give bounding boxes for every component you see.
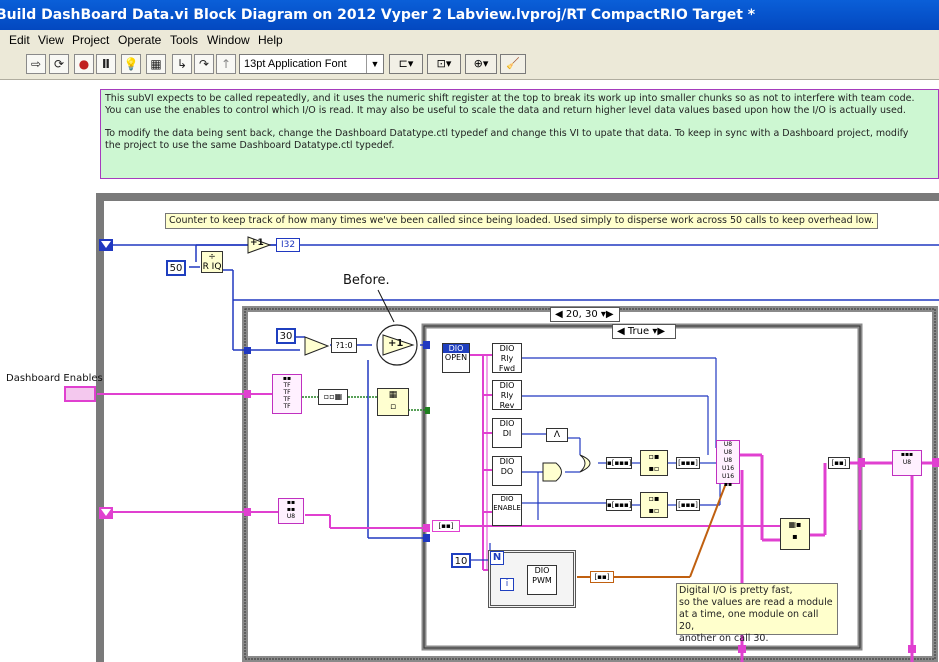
reorder-dropdown[interactable]: ⊕▾ — [465, 54, 497, 74]
index-array-node[interactable]: ▦▫ — [377, 388, 409, 416]
increment-label: +1 — [250, 238, 264, 248]
distribute-objects-dropdown[interactable]: ⊡▾ — [427, 54, 461, 74]
menu-tools[interactable]: Tools — [170, 33, 199, 47]
before-label: Before. — [343, 273, 390, 288]
dio-enable-title: DIO — [500, 495, 514, 503]
digital-note-line-1: Digital I/O is pretty fast, — [679, 585, 793, 596]
and-array-node[interactable]: Λ — [546, 428, 568, 442]
outer-case-selector[interactable]: ◀ 20, 30 ▾▶ — [550, 307, 620, 322]
comment-line-1: This subVI expects to be called repeated… — [105, 93, 915, 104]
array-to-number-node-2[interactable]: ▫▪▪▫ — [640, 492, 668, 518]
pause-icon[interactable]: Ⅱ — [96, 54, 116, 74]
chevron-down-icon: ▾▶ — [652, 326, 666, 337]
dio-di-node[interactable]: DIO DI — [492, 418, 522, 448]
abort-icon[interactable]: ● — [74, 54, 94, 74]
dashboard-enables-label: Dashboard Enables — [6, 373, 103, 384]
outer-case-left-arrow[interactable]: ◀ — [555, 309, 563, 320]
digital-note-line-2: so the values are read a module — [679, 597, 833, 608]
dio-enable-sub: ENABLE — [493, 504, 521, 512]
array-to-number-node[interactable]: ▫▪▪▫ — [640, 450, 668, 476]
diagram-comment: This subVI expects to be called repeated… — [100, 89, 939, 179]
digital-io-note: Digital I/O is pretty fast, so the value… — [676, 583, 838, 644]
dio-enable-node[interactable]: DIO ENABLE — [492, 494, 522, 526]
number-array-node-2[interactable]: [▪▪▪] — [676, 499, 700, 511]
run-continuously-icon[interactable]: ⟳ — [49, 54, 69, 74]
run-arrow-icon[interactable]: ⇨ — [26, 54, 46, 74]
highlight-execution-icon[interactable]: 💡 — [121, 54, 141, 74]
constant-30[interactable]: 30 — [276, 328, 296, 344]
menu-edit[interactable]: Edit — [9, 33, 30, 47]
menu-help[interactable]: Help — [258, 33, 283, 47]
comment-line-4: the project to use the same Dashboard Da… — [105, 140, 395, 151]
menu-bar: Edit View Project Operate Tools Window H… — [0, 30, 939, 51]
menu-project[interactable]: Project — [72, 33, 110, 47]
while-loop-frame — [96, 193, 939, 662]
constant-50[interactable]: 50 — [166, 260, 186, 276]
number-array-node[interactable]: [▪▪▪] — [676, 457, 700, 469]
chevron-down-icon: ▼ — [366, 55, 383, 73]
step-out-icon[interactable]: ↑ — [216, 54, 236, 74]
inner-case-selector[interactable]: ◀ True ▾▶ — [612, 324, 676, 339]
retain-wire-values-icon[interactable]: ▦ — [146, 54, 166, 74]
font-dropdown[interactable]: 13pt Application Font ▼ — [239, 54, 384, 74]
dio-pwm-title: DIO — [534, 566, 550, 575]
comment-line-3: To modify the data being sent back, chan… — [105, 128, 909, 139]
loop-iteration-terminal: i — [500, 578, 514, 591]
align-objects-dropdown[interactable]: ⊏▾ — [389, 54, 423, 74]
bool-array-node[interactable]: ▪[▪▪▪] — [606, 457, 632, 469]
toolbar: ⇨ ⟳ ● Ⅱ 💡 ▦ ↳ ↷ ↑ 13pt Application Font … — [0, 51, 939, 80]
dio-pwm-sub: PWM — [532, 576, 552, 585]
quotient-remainder-node[interactable]: ÷R IQ — [201, 251, 223, 273]
compound-increment-label: +1 — [388, 338, 404, 349]
loop-count-terminal: N — [490, 551, 504, 565]
menu-operate[interactable]: Operate — [118, 33, 162, 47]
constant-10[interactable]: 10 — [451, 553, 471, 568]
dio-open-sub: OPEN — [444, 353, 468, 362]
inner-case-left-arrow[interactable]: ◀ — [617, 326, 625, 337]
menu-window[interactable]: Window — [207, 33, 250, 47]
window-title-bar: Build DashBoard Data.vi Block Diagram on… — [0, 0, 939, 30]
counter-note: Counter to keep track of how many times … — [165, 213, 878, 229]
chevron-down-icon: ▾▶ — [600, 309, 614, 320]
step-over-icon[interactable]: ↷ — [194, 54, 214, 74]
pwm-array-node: [▪▪] — [590, 571, 614, 583]
bundle-output-node[interactable]: ▪▪▪U8 — [892, 450, 922, 476]
dio-do-node[interactable]: DIO DO — [492, 456, 522, 486]
dio-rly-rev-title: DIO — [499, 381, 515, 390]
dio-rly-fwd-node[interactable]: DIO Rly Fwd — [492, 343, 522, 373]
dio-rly-fwd-title: DIO — [499, 344, 515, 353]
font-dropdown-value: 13pt Application Font — [244, 58, 347, 70]
dio-rly-fwd-sub: Rly Fwd — [498, 354, 516, 373]
dio-pwm-node[interactable]: DIO PWM — [527, 565, 557, 595]
digital-note-line-4: another on call 30. — [679, 633, 769, 644]
bool-array-node-2[interactable]: ▪[▪▪▪] — [606, 499, 632, 511]
bool-to-int-node[interactable]: ?1:0 — [331, 338, 357, 353]
array-wire-node: [▪▪] — [828, 457, 850, 469]
cluster-tunnel-node: [▪▪] — [432, 520, 460, 532]
dashboard-enables-control[interactable] — [64, 386, 96, 402]
i32-conversion-node[interactable]: I32 — [276, 238, 300, 252]
comment-line-2: You can use the enables to control which… — [105, 105, 906, 116]
build-array-node[interactable]: ▫▫▦ — [318, 389, 348, 405]
dio-open-title: DIO — [443, 344, 469, 353]
dio-do-title: DIO — [499, 457, 515, 466]
dio-di-sub: DI — [502, 429, 512, 438]
dio-do-sub: DO — [500, 467, 514, 476]
unbundle-dashboard-node[interactable]: ▪▪▪▪U8 — [278, 498, 304, 524]
cleanup-diagram-icon[interactable]: 🧹 — [500, 54, 526, 74]
dio-di-title: DIO — [499, 419, 515, 428]
outer-case-value: 20, 30 — [565, 309, 598, 320]
dio-open-node[interactable]: DIO OPEN — [442, 343, 470, 373]
menu-view[interactable]: View — [38, 33, 64, 47]
replace-array-subset-node[interactable]: ▦▪▪ — [780, 518, 810, 550]
step-into-icon[interactable]: ↳ — [172, 54, 192, 74]
dio-rly-rev-sub: Rly Rev — [499, 391, 515, 410]
inner-case-value: True — [627, 326, 650, 337]
window-title: Build DashBoard Data.vi Block Diagram on… — [0, 7, 756, 23]
dio-rly-rev-node[interactable]: DIO Rly Rev — [492, 380, 522, 410]
digital-note-line-3: at a time, one module on call 20, — [679, 609, 819, 632]
